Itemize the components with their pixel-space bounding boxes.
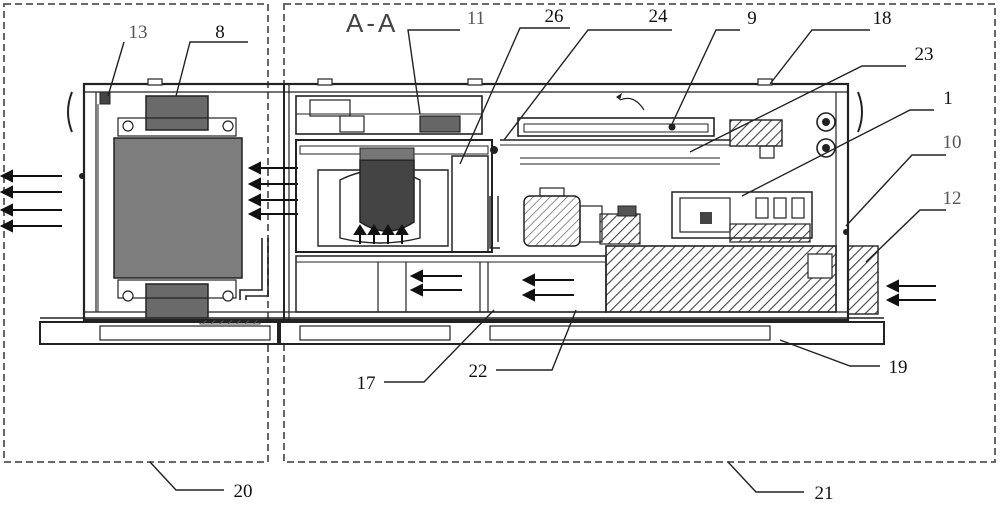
base-frame: [39, 317, 885, 345]
component-9: [490, 93, 730, 154]
airflow-arrows-duct: [409, 269, 574, 302]
label-21: 21: [815, 483, 834, 504]
label-8: 8: [215, 22, 225, 43]
label-1: 1: [943, 88, 953, 109]
label-10: 10: [943, 132, 962, 153]
component-11: [295, 95, 483, 135]
region-21-boundary: [283, 3, 996, 463]
region-20-boundary: [3, 3, 269, 463]
label-9: 9: [747, 8, 757, 29]
transformer-8: [113, 95, 269, 325]
inlet-grille-12: [843, 229, 879, 315]
component-23: [729, 119, 783, 147]
label-23: 23: [915, 44, 934, 65]
airflow-arrows-left-inlet: [0, 169, 62, 233]
air-duct-17-22: [295, 255, 607, 313]
blower-26: [295, 139, 493, 253]
label-19: 19: [889, 357, 908, 378]
leader-lines: [107, 27, 946, 493]
airflow-arrows-right-inlet: [885, 279, 936, 307]
label-12: 12: [943, 188, 962, 209]
label-11: 11: [467, 8, 485, 29]
label-24: 24: [649, 6, 669, 27]
component-1: [671, 191, 813, 243]
airflow-arrows-transformer: [247, 161, 298, 221]
label-20: 20: [234, 481, 253, 502]
label-26: 26: [545, 6, 564, 27]
capacitor-module: [489, 187, 641, 249]
label-17: 17: [357, 373, 376, 394]
section-title: A-A: [346, 8, 398, 38]
label-13: 13: [129, 22, 148, 43]
label-22: 22: [469, 361, 488, 382]
heatsink-hatched: [605, 245, 837, 313]
label-18: 18: [873, 8, 892, 29]
component-13: [99, 91, 111, 105]
